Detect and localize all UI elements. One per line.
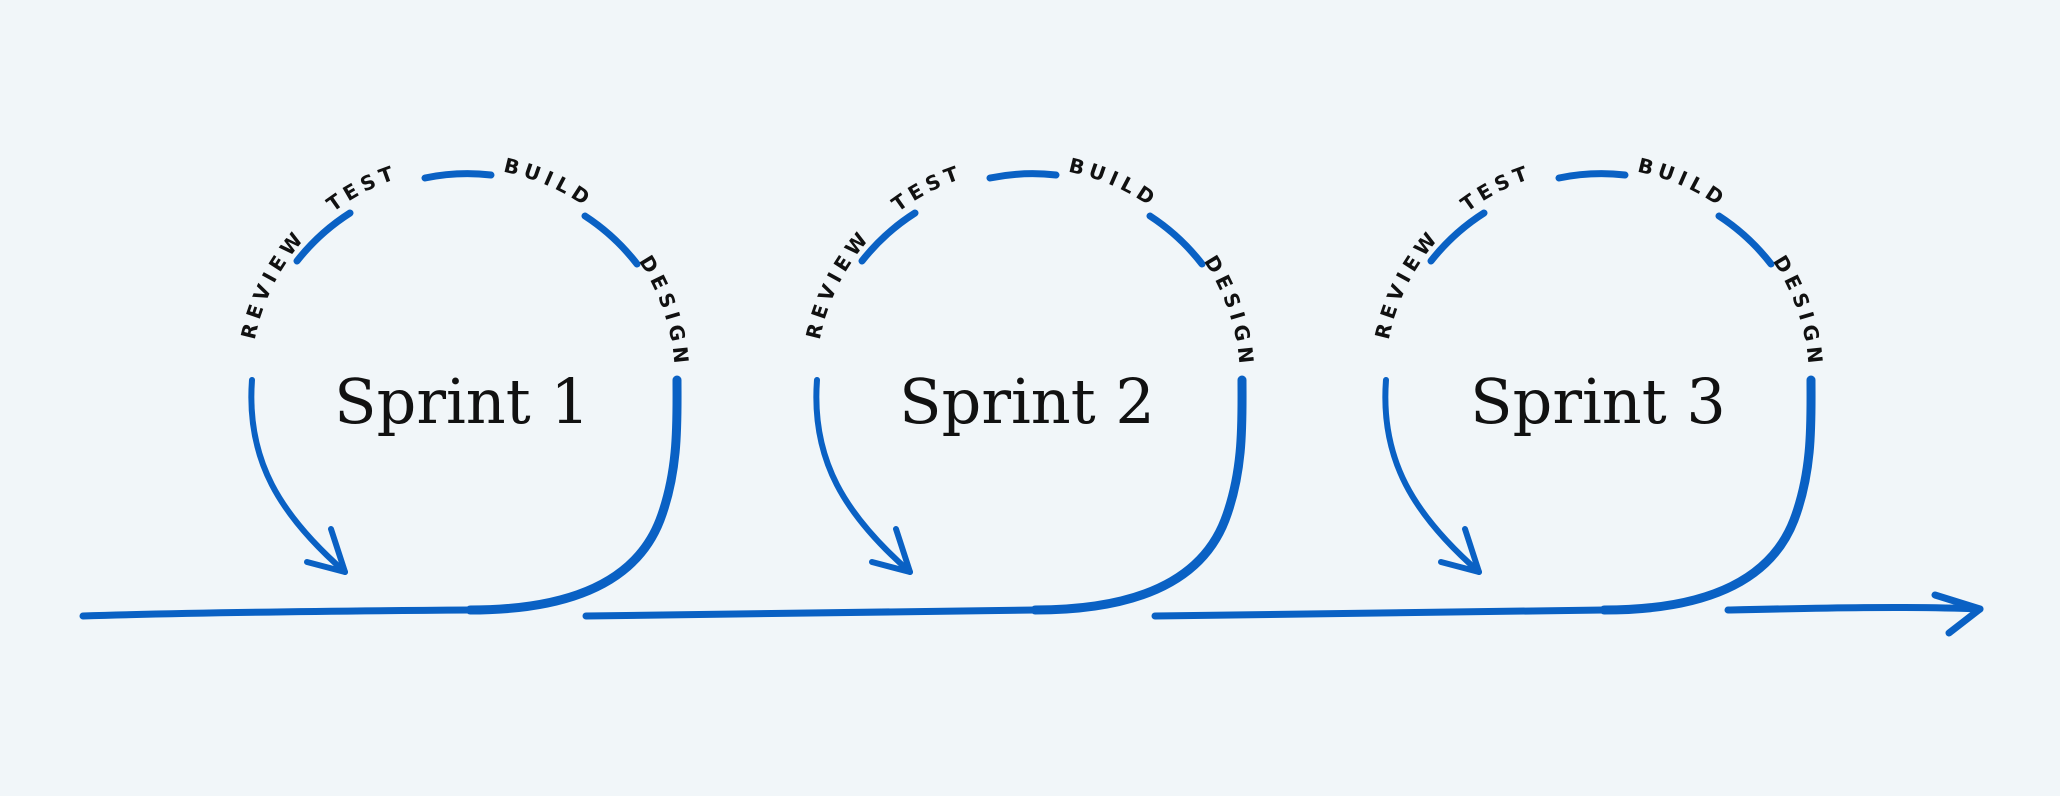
sprint-1-arrowhead xyxy=(304,526,348,575)
svg-text:DESIGN: DESIGN xyxy=(1199,251,1259,369)
sprint-2-title: Sprint 2 xyxy=(899,365,1155,438)
sprint-2-baseline xyxy=(582,606,1039,620)
svg-text:REVIEW: REVIEW xyxy=(1370,224,1445,341)
final-arrow-shaft xyxy=(1724,603,1984,614)
svg-text:BUILD: BUILD xyxy=(1636,153,1733,212)
svg-text:DESIGN: DESIGN xyxy=(1768,251,1828,369)
sprint-1-loop-arc xyxy=(465,375,682,615)
final-arrowhead xyxy=(1931,591,1984,637)
sprint-2-arrowhead xyxy=(869,526,913,575)
sprint-3-review-label: REVIEW xyxy=(1370,224,1445,341)
sprint-cycle-1: REVIEW TEST BUILD DESIGN Sprint 1 xyxy=(79,153,694,620)
sprint-3-baseline xyxy=(1151,606,1608,620)
sprint-1-left-segment xyxy=(293,209,354,265)
final-arrow xyxy=(1724,591,1984,637)
svg-text:TEST: TEST xyxy=(322,160,401,217)
sprint-1-test-label: TEST xyxy=(322,160,401,217)
svg-text:REVIEW: REVIEW xyxy=(236,224,311,341)
sprint-2-loop-arc xyxy=(1030,375,1247,615)
svg-text:REVIEW: REVIEW xyxy=(801,224,876,341)
sprint-3-return-arrow xyxy=(1382,377,1482,575)
sprint-2-review-label: REVIEW xyxy=(801,224,876,341)
sprint-2-return-arrow xyxy=(813,377,913,575)
sprint-1-review-label: REVIEW xyxy=(236,224,311,341)
sprint-1-baseline xyxy=(79,606,474,620)
sprint-2-right-segment xyxy=(1146,212,1206,268)
sprint-3-left-segment xyxy=(1427,209,1488,265)
svg-text:BUILD: BUILD xyxy=(1067,153,1164,212)
sprint-3-loop-arc xyxy=(1599,375,1816,615)
sprint-2-test-label: TEST xyxy=(887,160,966,217)
sprint-3-top-segment xyxy=(1555,170,1629,182)
svg-text:TEST: TEST xyxy=(1456,160,1535,217)
svg-text:DESIGN: DESIGN xyxy=(634,251,694,369)
sprint-cycle-2: REVIEW TEST BUILD DESIGN Sprint 2 xyxy=(582,153,1259,620)
sprint-3-right-segment xyxy=(1715,212,1775,268)
sprint-3-test-label: TEST xyxy=(1456,160,1535,217)
sprint-3-title: Sprint 3 xyxy=(1470,365,1726,438)
sprint-cycle-3: REVIEW TEST BUILD DESIGN Sprint 3 xyxy=(1151,153,1828,620)
sprint-1-top-segment xyxy=(421,170,495,182)
sprint-2-left-segment xyxy=(858,209,919,265)
svg-text:TEST: TEST xyxy=(887,160,966,217)
sprint-2-build-label: BUILD xyxy=(1067,153,1164,212)
svg-text:BUILD: BUILD xyxy=(502,153,599,212)
sprint-1-title: Sprint 1 xyxy=(334,365,590,438)
sprint-3-arrowhead xyxy=(1438,526,1482,575)
sprint-1-build-label: BUILD xyxy=(502,153,599,212)
sprint-3-design-label: DESIGN xyxy=(1768,251,1828,369)
sprint-2-top-segment xyxy=(986,170,1060,182)
sprint-2-design-label: DESIGN xyxy=(1199,251,1259,369)
sprint-1-right-segment xyxy=(581,212,641,268)
sprint-1-return-arrow xyxy=(248,377,348,575)
sprint-1-design-label: DESIGN xyxy=(634,251,694,369)
sprint-3-build-label: BUILD xyxy=(1636,153,1733,212)
